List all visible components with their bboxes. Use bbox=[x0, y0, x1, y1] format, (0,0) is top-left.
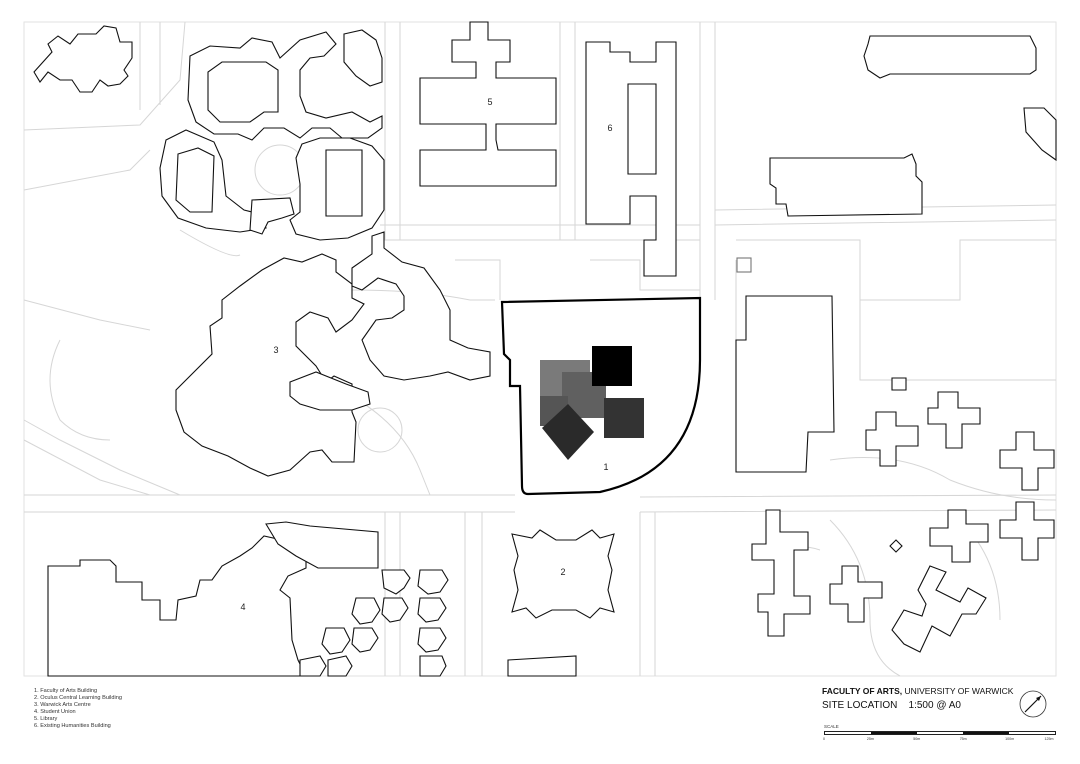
scale-segment bbox=[917, 732, 963, 734]
drawing-title: FACULTY OF ARTS, UNIVERSITY OF WARWICK bbox=[822, 686, 1013, 696]
block-rotated-dark bbox=[542, 404, 594, 460]
building-top-right-long bbox=[863, 35, 1037, 79]
scale-tick-label: 50m bbox=[913, 737, 921, 741]
stepped-block-10 bbox=[327, 655, 353, 677]
residence-cross-2 bbox=[927, 391, 981, 449]
label-building-1: 1 bbox=[603, 462, 608, 472]
north-arrow-icon bbox=[1019, 690, 1047, 718]
residence-diagonal bbox=[891, 565, 987, 653]
building-warwick-arts-centre bbox=[175, 253, 365, 477]
label-building-5: 5 bbox=[487, 97, 492, 107]
building-small-square bbox=[736, 257, 752, 273]
legend-item: 4. Student Union bbox=[34, 709, 76, 715]
scale-segment bbox=[871, 732, 917, 734]
building-library bbox=[419, 21, 557, 187]
scale-segment bbox=[825, 732, 871, 734]
scale-tick-label: 125m bbox=[1044, 737, 1054, 741]
building-arts-centre-link bbox=[289, 371, 371, 411]
residence-cross-3 bbox=[999, 431, 1055, 491]
residence-cross-4 bbox=[999, 501, 1055, 561]
residence-diamond bbox=[889, 539, 903, 553]
stepped-block-11 bbox=[419, 655, 447, 677]
drawing-title-rest: UNIVERSITY OF WARWICK bbox=[902, 686, 1014, 696]
building-ring-east bbox=[289, 137, 385, 241]
label-building-2: 2 bbox=[560, 567, 565, 577]
stepped-block-6 bbox=[321, 627, 351, 655]
building-right-block bbox=[769, 153, 923, 217]
legend-item: 2. Oculus Central Learning Building bbox=[34, 695, 122, 701]
building-humanities bbox=[585, 41, 677, 277]
stepped-block-5 bbox=[417, 597, 447, 623]
stepped-block-2 bbox=[417, 569, 449, 595]
block-top-black bbox=[592, 346, 632, 386]
scale-tick-label: 100m bbox=[1005, 737, 1015, 741]
stepped-block-1 bbox=[381, 569, 411, 595]
residence-cross-6 bbox=[829, 565, 883, 623]
residence-small-box bbox=[891, 377, 907, 391]
building-ring-north-2 bbox=[343, 29, 383, 87]
stepped-block-8 bbox=[417, 627, 447, 653]
drawing-subtitle: SITE LOCATION 1:500 @ A0 bbox=[822, 700, 1013, 711]
proposed-building-blocks bbox=[540, 346, 644, 460]
residence-cross-5 bbox=[929, 509, 989, 563]
building-east-large bbox=[735, 295, 835, 473]
building-top-left-cluster bbox=[33, 25, 133, 93]
scale-label: SCALE bbox=[824, 724, 839, 729]
label-building-4: 4 bbox=[240, 602, 245, 612]
residence-cross-1 bbox=[865, 411, 919, 467]
scale-tick-label: 0 bbox=[823, 737, 825, 741]
scale-segment bbox=[1009, 732, 1055, 734]
building-union-north bbox=[265, 521, 379, 569]
title-block: FACULTY OF ARTS, UNIVERSITY OF WARWICK S… bbox=[822, 686, 1013, 711]
drawing-subtitle-text: SITE LOCATION bbox=[822, 700, 898, 711]
label-building-3: 3 bbox=[273, 345, 278, 355]
building-arts-centre-annex bbox=[351, 231, 491, 381]
legend-item: 3. Warwick Arts Centre bbox=[34, 702, 91, 708]
scale-bar bbox=[824, 731, 1056, 735]
stepped-block-4 bbox=[381, 597, 409, 623]
scale-ticks: 0 25m 50m 75m 100m 125m bbox=[823, 737, 1056, 743]
scale-tick-label: 25m bbox=[866, 737, 874, 741]
stepped-block-9 bbox=[299, 655, 327, 677]
legend-item: 6. Existing Humanities Building bbox=[34, 723, 111, 729]
building-student-union bbox=[47, 535, 307, 677]
building-number-labels: 1 2 3 4 5 6 bbox=[240, 97, 612, 612]
building-ring-north bbox=[187, 31, 383, 141]
legend-item: 5. Library bbox=[34, 716, 58, 722]
scale-tick-label: 75m bbox=[959, 737, 967, 741]
stepped-block-7 bbox=[351, 627, 379, 653]
building-small-west bbox=[249, 197, 295, 235]
scale-segment bbox=[963, 732, 1009, 734]
legend: 1. Faculty of Arts Building 2. Oculus Ce… bbox=[34, 688, 122, 730]
legend-item: 1. Faculty of Arts Building bbox=[34, 688, 98, 694]
building-bottom-center bbox=[507, 655, 577, 677]
block-right-dark bbox=[604, 398, 644, 438]
residence-l-shape bbox=[751, 509, 811, 637]
label-building-6: 6 bbox=[607, 123, 612, 133]
context-buildings bbox=[33, 21, 1057, 677]
drawing-title-bold: FACULTY OF ARTS, bbox=[822, 686, 903, 696]
building-edge-right bbox=[1023, 107, 1057, 162]
building-oculus bbox=[511, 529, 615, 619]
stepped-block-3 bbox=[351, 597, 381, 625]
drawing-scale-text: 1:500 @ A0 bbox=[908, 700, 961, 711]
